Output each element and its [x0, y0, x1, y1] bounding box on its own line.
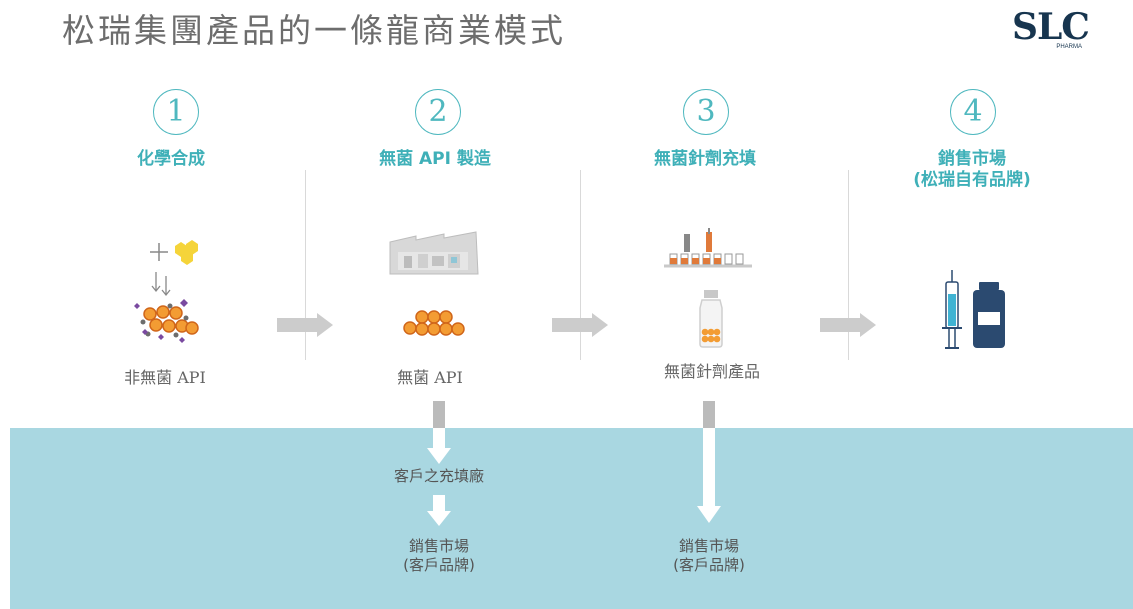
- divider-1: [305, 170, 306, 360]
- customer-filler-label: 客戶之充填廠: [393, 467, 484, 485]
- logo-subtext: PHARMA: [1056, 44, 1082, 50]
- logo-text: SLC: [1012, 6, 1090, 48]
- customer-market-1-line1: 銷售市場: [408, 537, 469, 555]
- step-3-title: 無菌針劑充填: [585, 149, 825, 170]
- step-3-title-text: 無菌針劑充填: [654, 149, 756, 169]
- step-2-number: 2: [415, 89, 461, 135]
- factory-icon: [389, 231, 479, 336]
- divider-3: [848, 170, 849, 360]
- step-1-number: 1: [153, 89, 199, 135]
- step-2-title: 無菌 API 製造: [315, 149, 555, 170]
- filling-line-icon: [664, 228, 752, 348]
- customer-branch-band: [10, 428, 1133, 609]
- arrow-down-to-market: [427, 495, 451, 526]
- step-4-title: 銷售市場 (松瑞自有品牌): [852, 149, 1092, 191]
- arrow-down-step3: [697, 401, 721, 523]
- customer-market-label-2: 銷售市場 (客戶品牌): [609, 537, 809, 575]
- arrow-right-2: [552, 313, 608, 337]
- customer-market-label-1: 銷售市場 (客戶品牌): [339, 537, 539, 575]
- arrow-down-step2: [427, 401, 451, 464]
- customer-market-1-line2: (客戶品牌): [403, 556, 475, 574]
- syringe-and-vial-icon: [942, 270, 1005, 349]
- step-3-number: 3: [683, 89, 729, 135]
- step-4-title-line2: (松瑞自有品牌): [913, 170, 1031, 190]
- step-3-product-label: 無菌針劑產品: [663, 362, 760, 381]
- customer-market-2-line2: (客戶品牌): [673, 556, 745, 574]
- arrow-right-3: [820, 313, 876, 337]
- step-4-number: 4: [950, 89, 996, 135]
- step-2-title-text: 無菌 API 製造: [379, 149, 491, 169]
- divider-2: [580, 170, 581, 360]
- page-title: 松瑞集團產品的一條龍商業模式: [62, 11, 566, 50]
- step-4-title-line1: 銷售市場: [938, 149, 1006, 169]
- arrow-right-1: [277, 313, 333, 337]
- step-1-product-label: 非無菌 API: [124, 368, 206, 387]
- slc-pharma-logo: SLC PHARMA: [1012, 6, 1092, 54]
- chemical-synthesis-icon: [134, 240, 199, 343]
- step-2-product-label: 無菌 API: [397, 368, 463, 387]
- step-1-title: 化學合成: [51, 149, 291, 170]
- customer-market-2-line1: 銷售市場: [678, 537, 739, 555]
- step-1-title-text: 化學合成: [137, 149, 205, 169]
